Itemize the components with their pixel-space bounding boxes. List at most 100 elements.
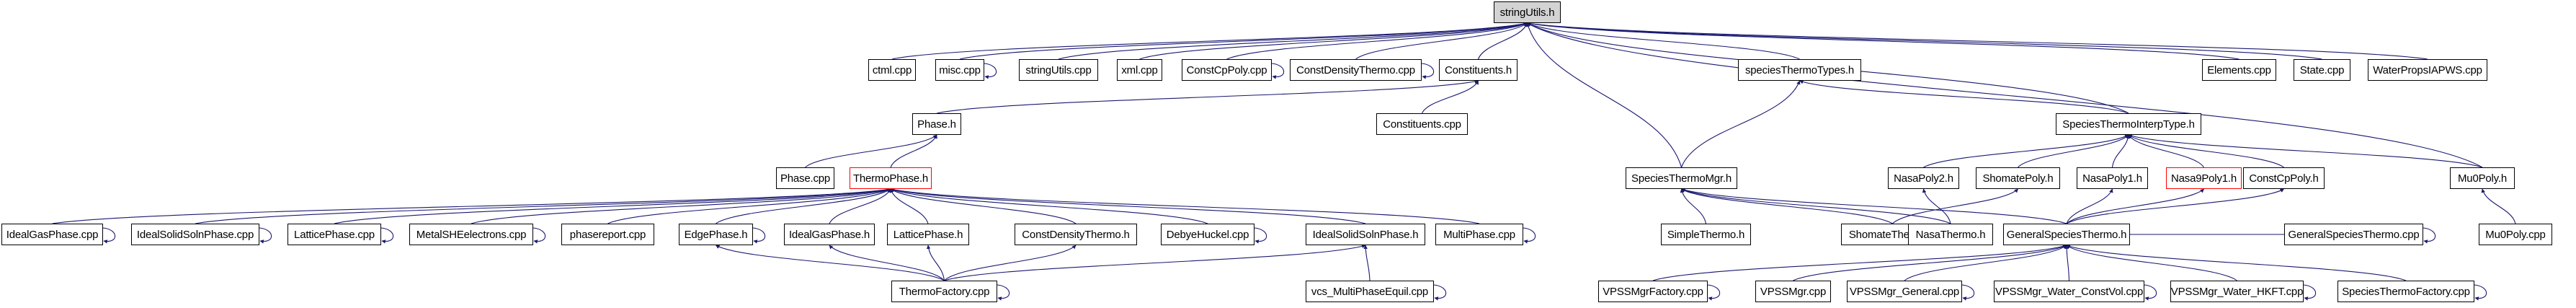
graph-node-generalspeciesthermo-h[interactable]: GeneralSpeciesThermo.h — [2003, 224, 2130, 245]
graph-node-idealsolidsolnphase-h[interactable]: IdealSolidSolnPhase.h — [1306, 224, 1425, 245]
graph-node-waterpropsiapws-cpp[interactable]: WaterPropsIAPWS.cpp — [2368, 59, 2487, 81]
graph-node-vpssmgr-water-constvol-cpp[interactable]: VPSSMgr_Water_ConstVol.cpp — [1994, 281, 2144, 302]
graph-node-label: VPSSMgr.cpp — [1760, 285, 1827, 298]
graph-node-simplethermo-h[interactable]: SimpleThermo.h — [1661, 224, 1751, 245]
graph-edge — [2018, 134, 2129, 168]
graph-node-multiphase-cpp[interactable]: MultiPhase.cpp — [1435, 224, 1523, 245]
graph-node-speciesthermointerptype-h[interactable]: SpeciesThermoInterpType.h — [2056, 113, 2201, 135]
graph-node-phasereport-cpp[interactable]: phasereport.cpp — [561, 224, 654, 245]
graph-edge — [1526, 22, 2239, 60]
graph-node-phase-cpp[interactable]: Phase.cpp — [776, 167, 834, 189]
graph-node-label: MetalSHEelectrons.cpp — [416, 228, 527, 241]
graph-node-nasathermo-h[interactable]: NasaThermo.h — [1908, 224, 1993, 245]
graph-node-vcs-multiphaseequil-cpp[interactable]: vcs_MultiPhaseEquil.cpp — [1306, 281, 1434, 302]
graph-node-constituents-h[interactable]: Constituents.h — [1439, 59, 1517, 81]
graph-node-latticephase-cpp[interactable]: LatticePhase.cpp — [288, 224, 381, 245]
graph-node-label: LatticePhase.h — [893, 228, 963, 241]
graph-edge-self-loop — [532, 227, 546, 244]
graph-node-label: Nasa9Poly1.h — [2171, 172, 2237, 185]
graph-node-misc-cpp[interactable]: misc.cpp — [935, 59, 984, 81]
graph-node-mu0poly-cpp[interactable]: Mu0Poly.cpp — [2479, 224, 2552, 245]
graph-node-speciesthermotypes-h[interactable]: speciesThermoTypes.h — [1738, 59, 1861, 81]
graph-node-ctml-cpp[interactable]: ctml.cpp — [868, 59, 916, 81]
graph-edge — [2066, 188, 2204, 224]
graph-node-mu0poly-h[interactable]: Mu0Poly.h — [2450, 167, 2515, 189]
graph-node-label: ConstDensityThermo.h — [1022, 228, 1130, 241]
graph-node-vpssmgr-general-cpp[interactable]: VPSSMgr_General.cpp — [1847, 281, 1962, 302]
graph-edge — [890, 188, 1077, 224]
graph-edge — [926, 245, 945, 281]
graph-node-generalspeciesthermo-cpp[interactable]: GeneralSpeciesThermo.cpp — [2284, 224, 2423, 245]
graph-node-vpssmgr-water-hkft-cpp[interactable]: VPSSMgr_Water_HKFT.cpp — [2170, 281, 2304, 302]
graph-edge — [890, 188, 1208, 224]
graph-edge-self-loop — [1271, 63, 1285, 79]
graph-node-idealgasphase-h[interactable]: IdealGasPhase.h — [784, 224, 875, 245]
graph-node-stringutils-cpp[interactable]: stringUtils.cpp — [1019, 59, 1098, 81]
graph-node-label: SpeciesThermoInterpType.h — [2062, 118, 2195, 131]
graph-edge — [2066, 188, 2113, 224]
graph-node-constcppoly-h[interactable]: ConstCpPoly.h — [2243, 167, 2325, 189]
graph-node-phase-h[interactable]: Phase.h — [912, 113, 961, 135]
graph-node-label: xml.cpp — [1121, 63, 1158, 76]
graph-node-constdensitythermo-h[interactable]: ConstDensityThermo.h — [1015, 224, 1137, 245]
graph-edge-self-loop — [1421, 63, 1435, 79]
graph-edge — [959, 22, 1528, 60]
graph-node-label: ctml.cpp — [872, 63, 912, 76]
graph-node-stringutils-h[interactable]: stringUtils.h — [1494, 1, 1561, 23]
graph-node-nasapoly1-h[interactable]: NasaPoly1.h — [2077, 167, 2148, 189]
graph-node-constdensitythermo-cpp[interactable]: ConstDensityThermo.cpp — [1290, 59, 1422, 81]
graph-node-state-cpp[interactable]: State.cpp — [2294, 59, 2350, 81]
graph-edge — [1680, 80, 1801, 168]
graph-node-xml-cpp[interactable]: xml.cpp — [1117, 59, 1162, 81]
graph-node-idealsolidsolnphase-cpp[interactable]: IdealSolidSolnPhase.cpp — [131, 224, 259, 245]
graph-node-debyehuckel-cpp[interactable]: DebyeHuckel.cpp — [1161, 224, 1254, 245]
graph-node-elements-cpp[interactable]: Elements.cpp — [2202, 59, 2276, 81]
graph-edge — [1355, 22, 1528, 60]
graph-node-label: WaterPropsIAPWS.cpp — [2373, 63, 2482, 76]
graph-edge — [1526, 22, 1683, 168]
graph-node-nasapoly2-h[interactable]: NasaPoly2.h — [1888, 167, 1959, 189]
graph-node-thermophase-h[interactable]: ThermoPhase.h — [850, 167, 932, 189]
graph-node-label: VPSSMgrFactory.cpp — [1603, 285, 1703, 298]
graph-edge-self-loop — [2423, 227, 2436, 244]
graph-node-label: vcs_MultiPhaseEquil.cpp — [1311, 285, 1429, 298]
graph-node-label: Mu0Poly.cpp — [2485, 228, 2546, 241]
graph-node-label: Elements.cpp — [2207, 63, 2271, 76]
graph-node-label: ConstCpPoly.h — [2249, 172, 2319, 185]
graph-node-latticephase-h[interactable]: LatticePhase.h — [887, 224, 969, 245]
graph-edge — [1139, 22, 1528, 60]
graph-edge — [1527, 22, 2483, 168]
graph-node-label: LatticePhase.cpp — [294, 228, 375, 241]
graph-node-label: IdealGasPhase.h — [788, 228, 870, 241]
graph-edge — [607, 188, 891, 224]
graph-edge — [471, 188, 891, 224]
graph-node-label: ThermoFactory.cpp — [899, 285, 990, 298]
graph-node-speciesthermofactory-cpp[interactable]: SpeciesThermoFactory.cpp — [2337, 281, 2474, 302]
graph-node-vpssmgr-cpp[interactable]: VPSSMgr.cpp — [1755, 281, 1831, 302]
graph-edge — [2128, 134, 2204, 168]
graph-node-thermofactory-cpp[interactable]: ThermoFactory.cpp — [891, 281, 997, 302]
graph-node-label: VPSSMgr_General.cpp — [1849, 285, 1960, 298]
graph-node-edgephase-h[interactable]: EdgePhase.h — [679, 224, 753, 245]
graph-node-nasa9poly1-h[interactable]: Nasa9Poly1.h — [2166, 167, 2242, 189]
graph-edge-self-loop — [997, 284, 1010, 301]
graph-node-label: IdealSolidSolnPhase.h — [1312, 228, 1419, 241]
graph-node-vpssmgrfactory-cpp[interactable]: VPSSMgrFactory.cpp — [1598, 281, 1708, 302]
graph-edge — [1226, 22, 1528, 60]
graph-node-metalsheelectrons-cpp[interactable]: MetalSHEelectrons.cpp — [409, 224, 533, 245]
graph-node-label: MultiPhase.cpp — [1443, 228, 1515, 241]
graph-node-shomatepoly-h[interactable]: ShomatePoly.h — [1976, 167, 2060, 189]
graph-node-label: IdealSolidSolnPhase.cpp — [136, 228, 254, 241]
graph-node-speciesthermomgr-h[interactable]: SpeciesThermoMgr.h — [1626, 167, 1737, 189]
graph-node-constcppoly-cpp[interactable]: ConstCpPoly.cpp — [1182, 59, 1272, 81]
graph-node-constituents-cpp[interactable]: Constituents.cpp — [1376, 113, 1468, 135]
graph-edge — [1363, 245, 1371, 281]
graph-node-idealgasphase-cpp[interactable]: IdealGasPhase.cpp — [1, 224, 103, 245]
graph-edge — [1527, 22, 1800, 60]
graph-edge-self-loop — [2144, 284, 2157, 301]
graph-node-label: NasaPoly1.h — [2082, 172, 2142, 185]
graph-edge-self-loop — [1254, 227, 1267, 244]
graph-node-label: NasaPoly2.h — [1894, 172, 1953, 185]
